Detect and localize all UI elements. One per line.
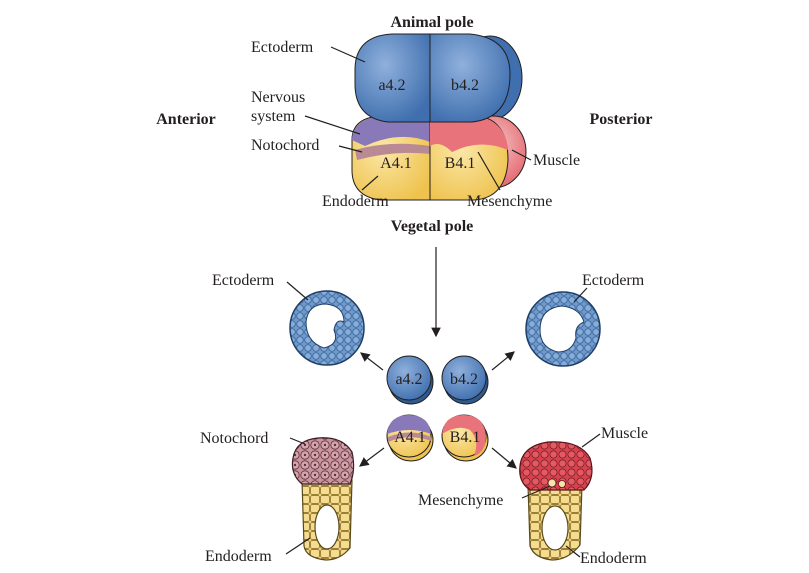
left-ectoderm-leader	[286, 281, 309, 301]
right-endoderm-lumen	[541, 505, 569, 551]
isolated-blastomeres	[386, 355, 489, 462]
isolated-A4.1-pink	[388, 432, 431, 442]
notochord-endoderm-larva	[291, 437, 355, 561]
nervous-line1-label: Nervous	[251, 89, 305, 106]
isolated-A4.1-label: A4.1	[394, 429, 426, 446]
isolated-B4.1-label: B4.1	[450, 429, 481, 446]
left-ectoderm-sphere	[289, 290, 365, 366]
left-ectoderm-cavity	[305, 303, 345, 349]
blastomere-B4.1-label: B4.1	[445, 155, 476, 172]
isolated-B4.1-red	[442, 415, 486, 456]
anterior-label: Anterior	[156, 111, 216, 128]
embryo-mesenchyme-label: Mesenchyme	[467, 193, 552, 210]
right-ectoderm-sphere	[525, 291, 601, 367]
muscle-endoderm-larva	[519, 441, 593, 561]
right-ectoderm-label: Ectoderm	[582, 272, 645, 289]
isolated-b4.2-label: b4.2	[450, 371, 478, 388]
embryo-ectoderm-label: Ectoderm	[251, 39, 314, 56]
ectoderm-leader	[330, 46, 366, 63]
blastomere-a4.2-label: a4.2	[378, 77, 405, 94]
left-endoderm-fate-label: Endoderm	[205, 548, 272, 565]
left-ectoderm-label: Ectoderm	[212, 272, 275, 289]
right-endoderm-fate-label: Endoderm	[580, 550, 647, 567]
muscle-leader	[511, 149, 532, 161]
mesenchyme-fate-label: Mesenchyme	[418, 492, 503, 509]
isolated-A4.1-purple	[387, 415, 431, 434]
left-endoderm-lumen	[314, 504, 340, 550]
right-endoderm-fate-leader	[565, 545, 581, 558]
arrow-to-muscle	[491, 447, 517, 469]
muscle-tissue	[519, 441, 593, 491]
b4.2-cell	[429, 33, 511, 123]
notochord-tissue	[291, 437, 355, 485]
mesoderm-region	[430, 116, 508, 152]
notochord-fate-label: Notochord	[200, 430, 268, 447]
mesenchyme-fate-leader	[521, 485, 551, 499]
blastomere-b4.2-label: b4.2	[451, 77, 479, 94]
isolated-b4.2-cell	[441, 355, 487, 401]
blastomere-A4.1-label: A4.1	[380, 155, 412, 172]
right-ectoderm-leader	[573, 287, 588, 303]
mesenchyme-cell-2	[558, 480, 566, 488]
isolated-a4.2-cell	[386, 355, 432, 401]
isolated-a4.2-label: a4.2	[395, 371, 422, 388]
eight-cell-embryo	[351, 33, 527, 201]
mesenchyme-cell-1	[547, 478, 557, 488]
embryo-notochord-label: Notochord	[251, 137, 319, 154]
embryo-endoderm-label: Endoderm	[322, 193, 389, 210]
nervous-leader	[304, 115, 361, 135]
left-endoderm-fate-leader	[285, 537, 311, 555]
muscle-fate-label: Muscle	[601, 425, 648, 442]
nervous-line2-label: system	[251, 108, 296, 125]
muscle-fate-leader	[581, 433, 601, 448]
arrow-to-left-ectoderm	[360, 352, 384, 371]
arrow-to-right-ectoderm	[491, 351, 515, 371]
mesenchyme-leader	[477, 151, 501, 191]
notochord-leader	[338, 145, 363, 153]
right-ectoderm-cavity	[539, 305, 585, 353]
endoderm-leader	[361, 175, 379, 191]
arrow-to-notochord	[359, 447, 385, 467]
notochord-fate-leader	[289, 437, 306, 445]
vegetal-pole-label: Vegetal pole	[391, 218, 474, 235]
embryo-muscle-label: Muscle	[533, 152, 580, 169]
notochord-region	[355, 143, 430, 160]
animal-pole-label: Animal pole	[390, 14, 473, 31]
posterior-label: Posterior	[589, 111, 652, 128]
nervous-system-region	[352, 116, 430, 146]
